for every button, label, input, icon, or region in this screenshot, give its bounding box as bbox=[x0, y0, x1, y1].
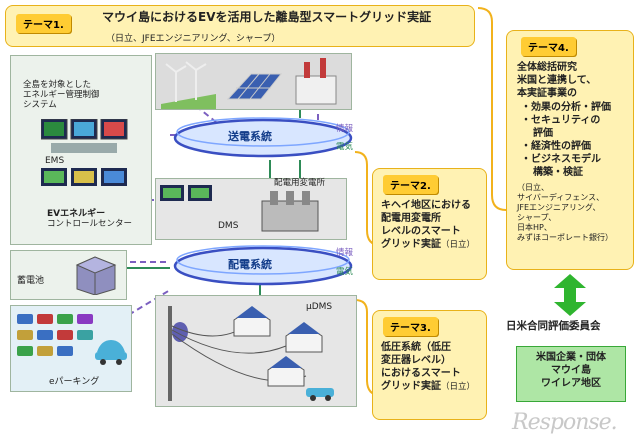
theme4-line: 米国と連携して、 bbox=[517, 75, 597, 86]
theme3-text: 低圧系統（低圧 変圧器レベル） におけるスマート グリッド実証（日立） bbox=[381, 341, 475, 394]
solar-panel-icon bbox=[226, 73, 283, 100]
bracket-theme1 bbox=[477, 7, 507, 211]
system-desc: 全島を対象とした エネルギー管理制御 システム bbox=[23, 80, 100, 110]
dms-monitors-icon bbox=[160, 185, 212, 201]
house-icon bbox=[233, 306, 271, 337]
system-desc-line: 全島を対象とした bbox=[23, 80, 92, 90]
theme4-intro: 全体総括研究 米国と連携して、 本実証事業の bbox=[517, 61, 596, 100]
theme4-company: サイバーディフェンス、 bbox=[517, 193, 605, 202]
theme4-bullets: ・効果の分析・評価 ・セキュリティの 評価 ・経済性の評価 ・ビジネスモデル 構… bbox=[521, 102, 611, 178]
power-plant-icon bbox=[295, 58, 337, 105]
theme2-company: （日立） bbox=[441, 240, 476, 250]
utility-pole-icon bbox=[168, 306, 188, 401]
theme4-bullet: 構築・検証 bbox=[533, 167, 583, 178]
distribution-ring bbox=[173, 245, 353, 286]
committee-label: 日米合同評価委員会 bbox=[506, 320, 601, 332]
info-label-2: 情報 bbox=[336, 248, 354, 258]
battery-icon bbox=[75, 256, 117, 295]
low-voltage-panel: μDMS bbox=[155, 295, 357, 407]
generation-icons bbox=[161, 58, 337, 109]
distribution-label: 配電系統 bbox=[228, 258, 272, 271]
theme2-line: レベルのスマート bbox=[381, 226, 461, 237]
power-label-2: 電気 bbox=[336, 267, 354, 277]
ems-monitors-icon bbox=[41, 119, 128, 153]
udms-label: μDMS bbox=[306, 302, 333, 312]
theme4-bullet: ビジネスモデル bbox=[531, 154, 601, 165]
us-side-line: 米国企業・団体 bbox=[536, 352, 606, 363]
theme2-text: キヘイ地区における 配電用変電所 レベルのスマート グリッド実証（日立） bbox=[381, 199, 475, 252]
ev-car-icon bbox=[306, 388, 334, 401]
ev-center-monitors-icon bbox=[41, 168, 127, 186]
us-side-line: ワイレア地区 bbox=[541, 378, 601, 389]
ems-label: EMS bbox=[45, 156, 65, 166]
ev-center-label-line: コントロールセンター bbox=[47, 219, 133, 229]
theme4-company: みずほコーポレート銀行） bbox=[517, 233, 613, 242]
theme4-bullet: 評価 bbox=[533, 128, 553, 139]
watermark-logo: Response. bbox=[512, 410, 618, 435]
house-icon bbox=[285, 322, 323, 353]
theme4-line: 本実証事業の bbox=[517, 88, 577, 99]
theme3-line: 変圧器レベル） bbox=[381, 355, 451, 366]
theme4-company: 日本HP、 bbox=[517, 223, 552, 232]
ev-center-label: EVエネルギー コントロールセンター bbox=[47, 206, 132, 229]
theme4-box: テーマ4. 全体総括研究 米国と連携して、 本実証事業の ・効果の分析・評価 ・… bbox=[506, 30, 634, 270]
dms-label: DMS bbox=[218, 221, 239, 231]
theme4-tag: テーマ4. bbox=[521, 37, 576, 56]
control-system-panel: 全島を対象とした エネルギー管理制御 システム EMS EVエネルギー コントロ… bbox=[10, 55, 152, 245]
theme4-line: 全体総括研究 bbox=[517, 62, 577, 73]
theme3-line: におけるスマート bbox=[381, 368, 461, 379]
info-label-1: 情報 bbox=[336, 124, 354, 134]
theme2-line: キヘイ地区における bbox=[381, 200, 471, 211]
theme3-line: グリッド実証 bbox=[381, 381, 441, 392]
theme1-title: マウイ島におけるEVを活用した離島型スマートグリッド実証 bbox=[102, 10, 432, 24]
bidirectional-arrow-icon bbox=[554, 274, 586, 316]
theme4-company: （日立、 bbox=[517, 183, 549, 192]
wind-turbine-icon bbox=[165, 61, 207, 102]
theme1-subtitle: （日立、JFEエンジニアリング、シャープ） bbox=[106, 34, 281, 44]
transformer-icon bbox=[261, 191, 319, 232]
transmission-ring bbox=[173, 117, 353, 158]
theme4-companies: （日立、 サイバーディフェンス、 JFEエンジニアリング、 シャープ、 日本HP… bbox=[517, 183, 613, 243]
power-label-1: 電気 bbox=[336, 142, 354, 152]
system-desc-line: エネルギー管理制御 bbox=[23, 90, 100, 100]
eparking-panel: eパーキング bbox=[10, 305, 132, 392]
battery-label: 蓄電池 bbox=[17, 276, 45, 286]
theme2-line: グリッド実証 bbox=[381, 239, 441, 250]
system-desc-line: システム bbox=[23, 100, 57, 110]
us-side-box: 米国企業・団体 マウイ島 ワイレア地区 bbox=[516, 346, 626, 402]
theme4-company: JFEエンジニアリング、 bbox=[517, 203, 601, 212]
eparking-label: eパーキング bbox=[49, 377, 100, 387]
theme2-box: テーマ2. キヘイ地区における 配電用変電所 レベルのスマート グリッド実証（日… bbox=[372, 168, 487, 280]
theme4-bullet: 経済性の評価 bbox=[531, 141, 591, 152]
theme2-line: 配電用変電所 bbox=[381, 213, 441, 224]
ev-car-icon bbox=[95, 340, 127, 365]
homes-scene bbox=[168, 306, 334, 401]
generation-panel bbox=[155, 53, 352, 110]
transmission-label: 送電系統 bbox=[228, 130, 272, 143]
house-icon bbox=[267, 356, 305, 387]
ev-center-label-line: EVエネルギー bbox=[47, 209, 106, 219]
us-side-line: マウイ島 bbox=[551, 365, 591, 376]
theme3-box: テーマ3. 低圧系統（低圧 変圧器レベル） におけるスマート グリッド実証（日立… bbox=[372, 310, 487, 420]
theme2-tag: テーマ2. bbox=[383, 175, 438, 194]
theme1-tag: テーマ1. bbox=[16, 14, 71, 33]
theme4-company: シャープ、 bbox=[517, 213, 557, 222]
substation-label: 配電用変電所 bbox=[274, 178, 326, 188]
theme4-bullet: セキュリティの bbox=[531, 115, 601, 126]
theme1-banner: テーマ1. マウイ島におけるEVを活用した離島型スマートグリッド実証 （日立、J… bbox=[5, 5, 475, 47]
theme3-company: （日立） bbox=[441, 382, 476, 392]
theme3-line: 低圧系統（低圧 bbox=[381, 342, 451, 353]
substation-panel: DMS 配電用変電所 bbox=[155, 178, 347, 240]
battery-panel: 蓄電池 bbox=[10, 250, 127, 300]
parking-cars-icon bbox=[17, 314, 127, 365]
theme4-bullet: 効果の分析・評価 bbox=[531, 102, 611, 113]
theme3-tag: テーマ3. bbox=[383, 317, 438, 336]
